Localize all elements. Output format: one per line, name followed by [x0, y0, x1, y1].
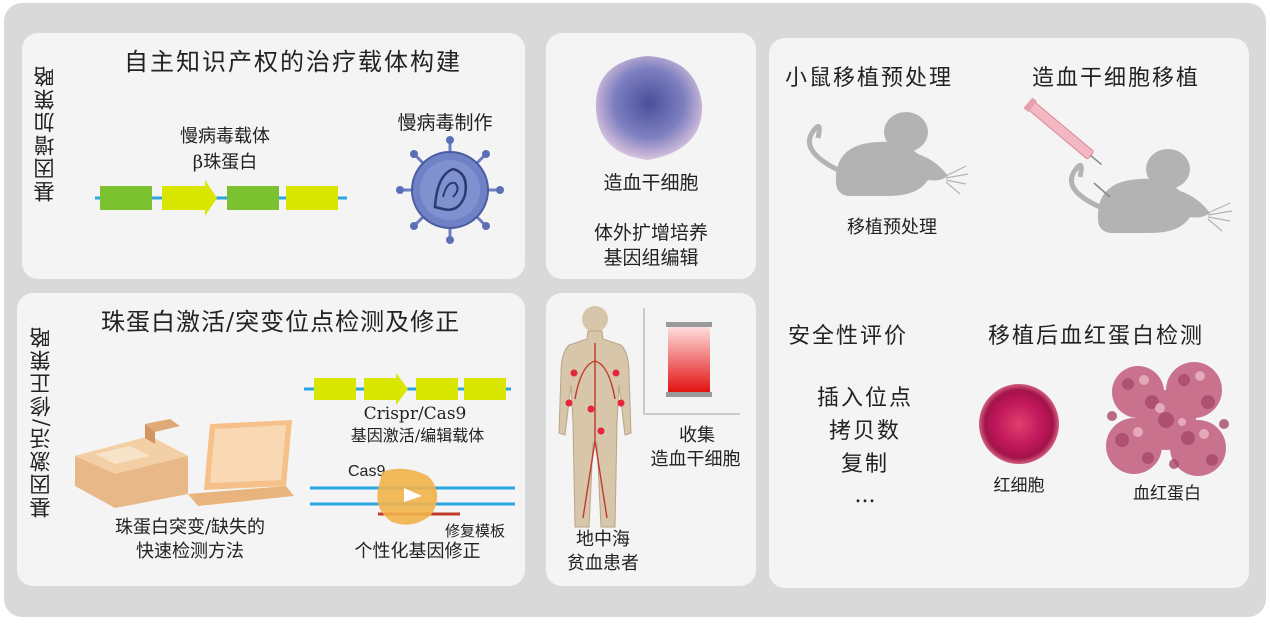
collect-label: 收集	[679, 425, 715, 446]
lentiviral-vector-diagram	[95, 180, 347, 216]
genome-editing-label: 基因组编辑	[603, 247, 699, 269]
stem-cell-label: 造血干细胞	[603, 172, 699, 194]
stem-cell-icon	[595, 56, 703, 160]
side-label-gene-activation: 基因激活/修正策略	[29, 325, 53, 519]
detection-device-icon	[75, 419, 294, 508]
safety-item-more: ...	[854, 483, 876, 508]
expansion-culture-label: 体外扩增培养	[593, 222, 708, 244]
patient-body-icon	[558, 306, 632, 528]
virus-icon	[396, 136, 504, 244]
detection-label-1: 珠蛋白突变/缺失的	[114, 517, 266, 538]
collection-tube-icon	[643, 308, 740, 415]
mouse-icon	[807, 112, 969, 196]
panel-b-title: 珠蛋白激活/突变位点检测及修正	[101, 308, 461, 336]
patient-label-1: 地中海	[576, 529, 630, 550]
cas9-editing-diagram	[310, 468, 515, 525]
panel-transplant	[769, 38, 1249, 588]
crispr-vector-type-label: 基因激活/编辑载体	[350, 426, 485, 445]
vector-label-lentivirus: 慢病毒载体	[180, 126, 270, 147]
transplant-title: 造血干细胞移植	[1032, 66, 1201, 91]
vector-label-beta-globin: β珠蛋白	[192, 152, 258, 173]
pretreatment-label: 移植预处理	[847, 217, 937, 238]
gene-correction-label: 个性化基因修正	[354, 541, 481, 562]
red-blood-cell-label: 红细胞	[993, 476, 1045, 496]
side-label-gene-addition: 基因增加策略	[33, 64, 57, 202]
safety-item-copy-number: 拷贝数	[828, 419, 901, 444]
repair-template-label: 修复模板	[445, 522, 506, 540]
crispr-label: Crispr/Cas9	[363, 404, 467, 424]
syringe-icon	[1023, 97, 1103, 166]
safety-item-replication: 复制	[840, 452, 889, 477]
mouse-injected-icon	[1069, 149, 1233, 233]
patient-label-2: 贫血患者	[567, 553, 639, 574]
safety-title: 安全性评价	[788, 324, 909, 349]
safety-item-insertion-site: 插入位点	[816, 386, 913, 411]
detection-label-2: 快速检测方法	[136, 541, 244, 562]
cas9-label: Cas9	[348, 463, 386, 480]
red-blood-cell-icon	[979, 384, 1059, 464]
collect-stem-cell-label: 造血干细胞	[650, 449, 741, 470]
panel-a-title: 自主知识产权的治疗载体构建	[124, 48, 462, 76]
hemoglobin-label: 血红蛋白	[1133, 484, 1201, 504]
virus-label: 慢病毒制作	[397, 112, 493, 134]
hemoglobin-protein-icon	[1106, 362, 1229, 476]
hemoglobin-detection-title: 移植后血红蛋白检测	[988, 324, 1205, 349]
mouse-pretreatment-title: 小鼠移植预处理	[785, 66, 954, 91]
crispr-vector-diagram	[304, 373, 511, 405]
